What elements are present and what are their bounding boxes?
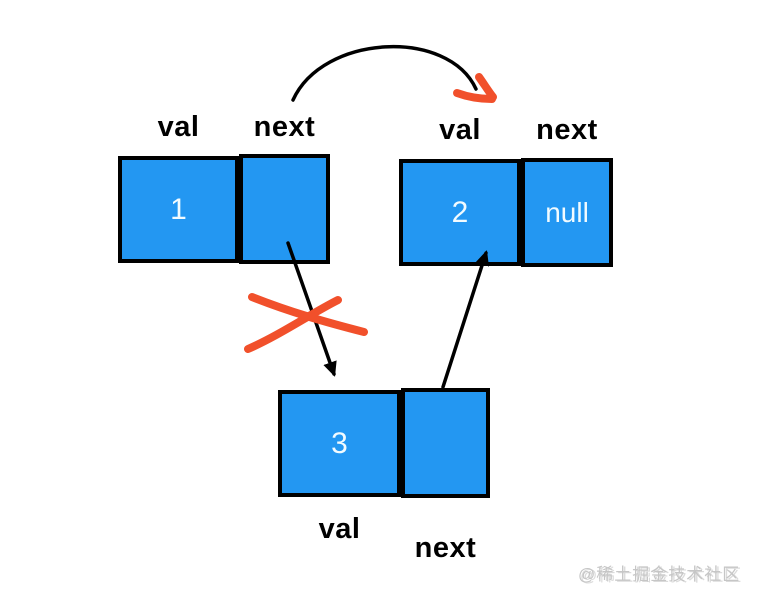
watermark-text: @稀土掘金技术社区: [578, 565, 741, 584]
cross-out-x-stroke2: [244, 296, 342, 353]
node2-val-cell: 2: [399, 159, 521, 266]
node2-next-label: next: [536, 114, 598, 146]
node1-next-label: next: [253, 111, 316, 143]
node3-next-cell: [401, 388, 490, 498]
node1-val-cell: 1: [118, 156, 239, 263]
node3-to-node2-arrow: [441, 250, 489, 389]
node2-next-cell: null: [521, 158, 613, 267]
reroute-arrowhead-red-icon: [453, 89, 496, 103]
node1-val-label: val: [157, 111, 200, 143]
cross-out-x-stroke1: [248, 293, 368, 336]
node1-next-cell: [239, 154, 330, 264]
reroute-arrowhead-red-icon: [475, 73, 497, 101]
node2-val-label: val: [439, 114, 481, 146]
reroute-arrow-curve: [291, 44, 478, 102]
node3-val-label: val: [318, 513, 361, 545]
node3-next-label: next: [414, 532, 477, 564]
node3-val-cell: 3: [278, 390, 401, 497]
